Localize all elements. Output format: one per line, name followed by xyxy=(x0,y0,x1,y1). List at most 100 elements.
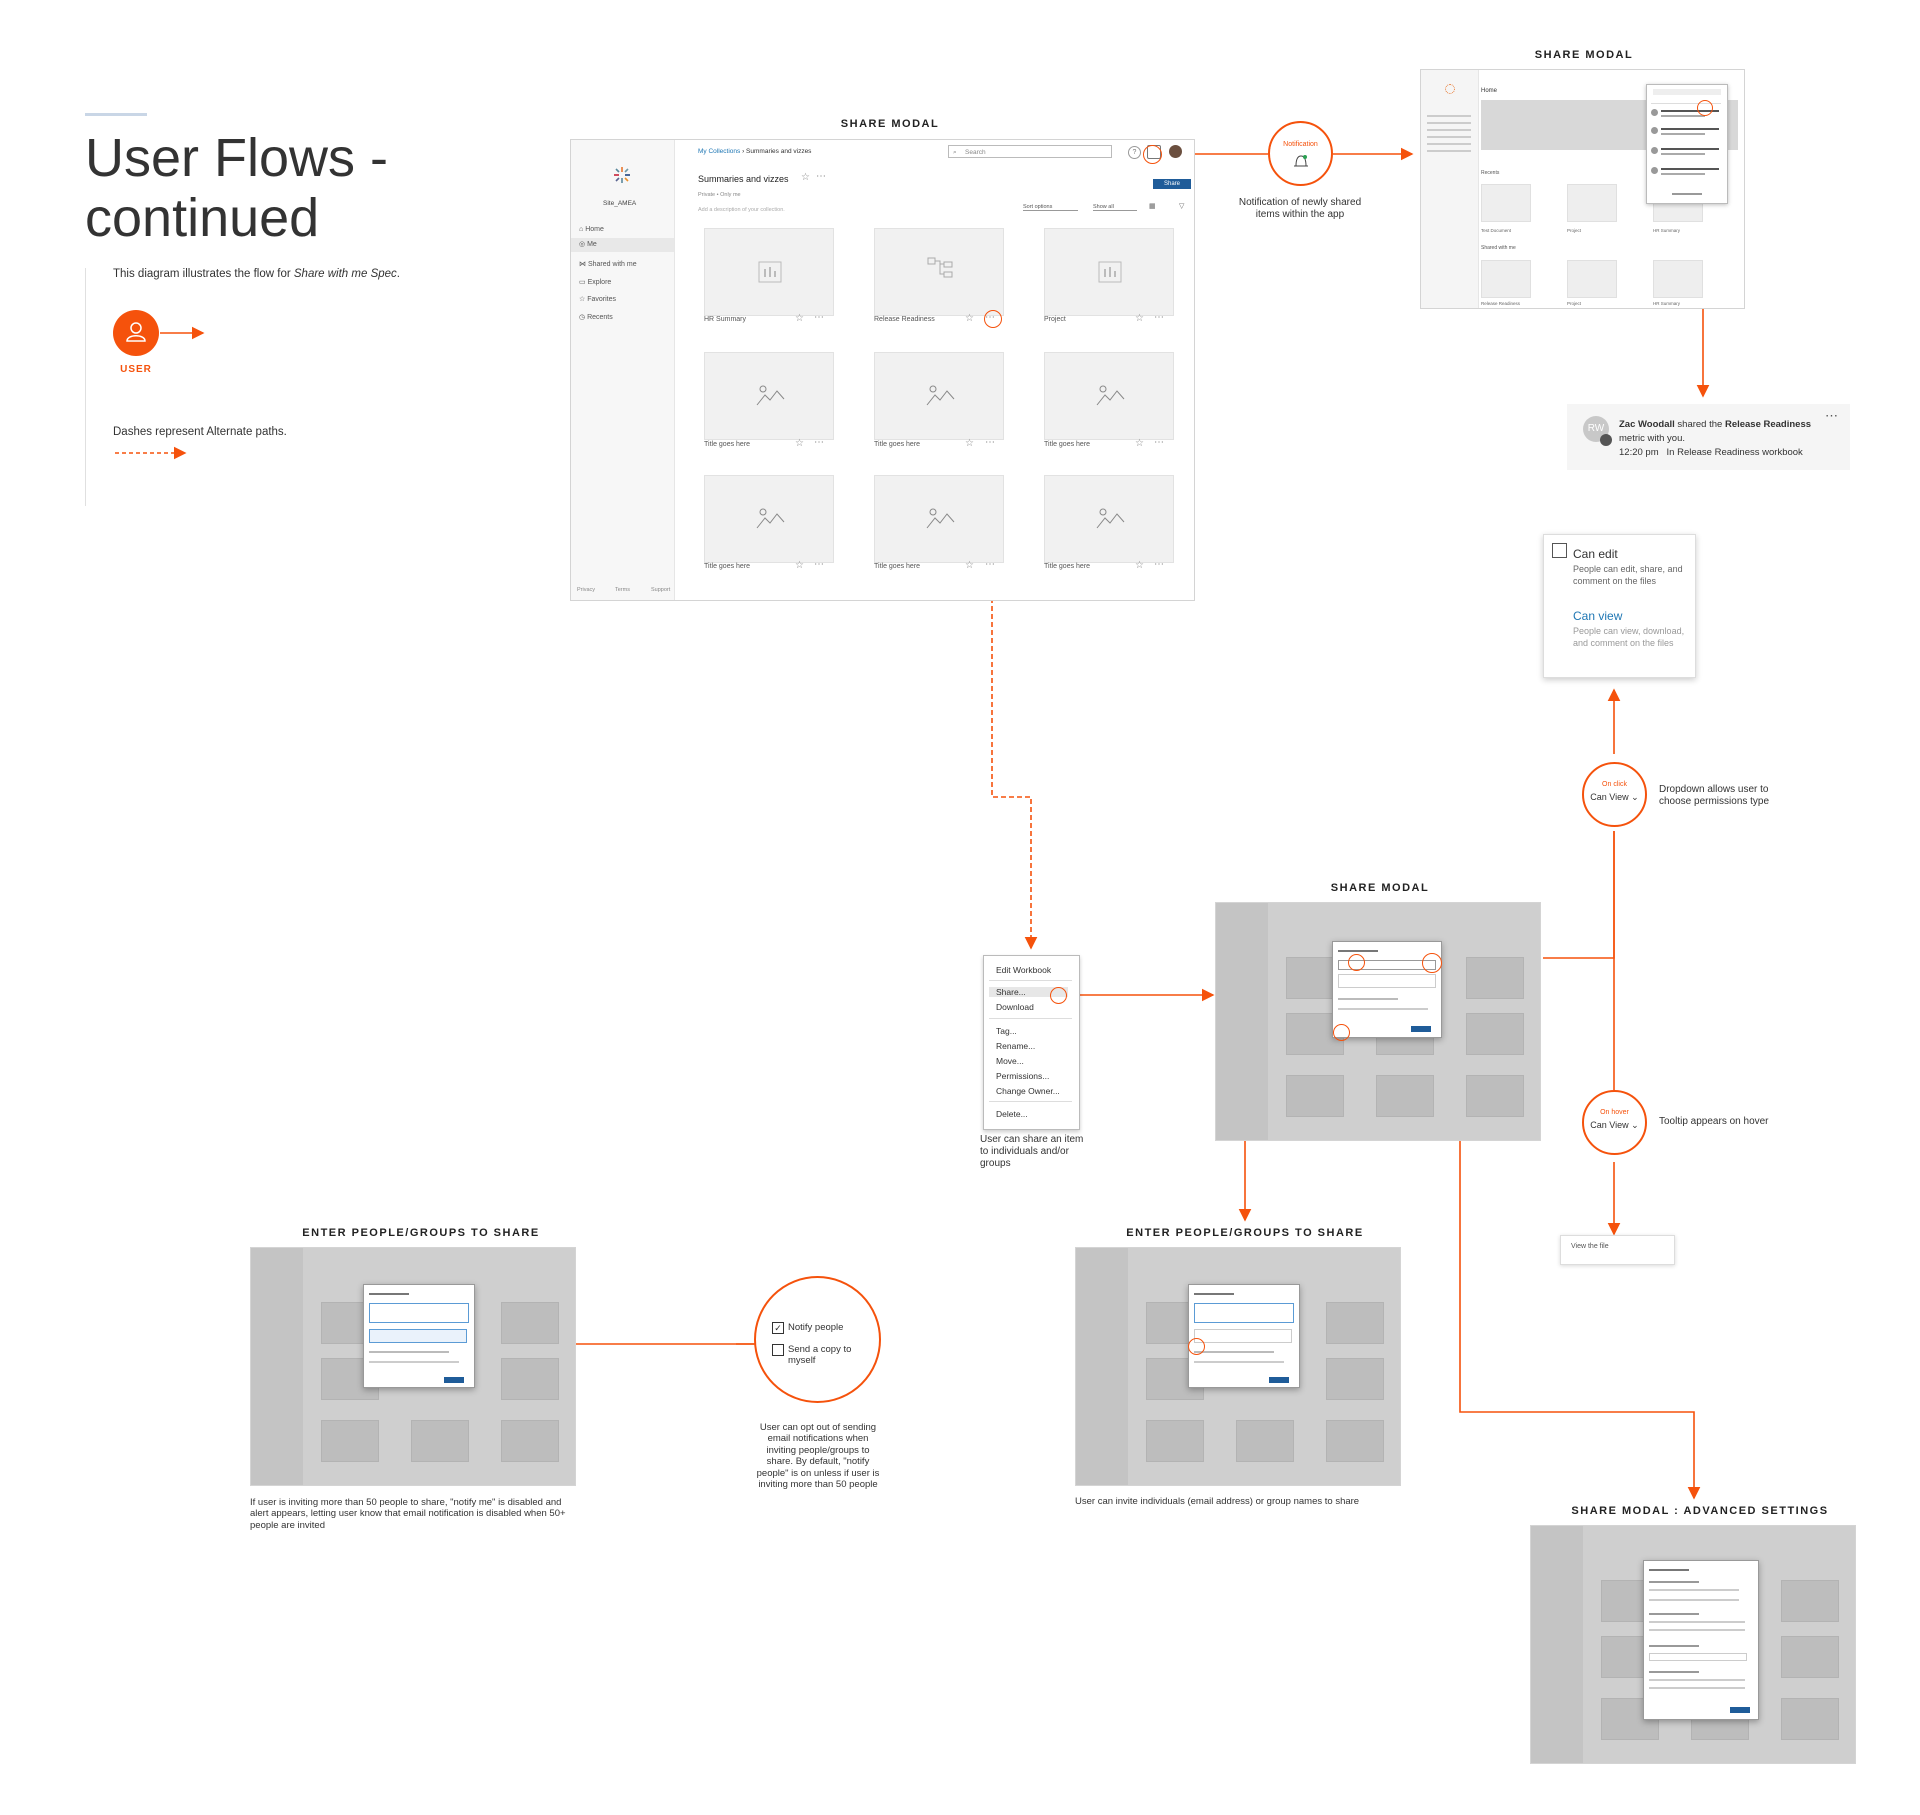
copy-checkbox[interactable] xyxy=(772,1344,784,1356)
nav-favorites[interactable]: ☆ Favorites xyxy=(579,296,617,303)
home-label: Home xyxy=(1481,88,1498,94)
share-modal-middle-title: SHARE MODAL xyxy=(1330,882,1430,894)
menu-divider xyxy=(989,1101,1072,1102)
image-icon xyxy=(1096,508,1125,529)
more-icon[interactable]: ⋯ xyxy=(814,437,825,448)
nav-shared[interactable]: ⋈ Shared with me xyxy=(579,261,637,268)
more-icon[interactable]: ⋯ xyxy=(1154,437,1165,448)
mini-tile xyxy=(411,1420,469,1462)
menu-rename[interactable]: Rename... xyxy=(996,1041,1036,1051)
site-name[interactable]: Site_AMEA xyxy=(603,200,637,207)
more-icon[interactable]: ⋯ xyxy=(814,559,825,570)
can-edit-option[interactable]: Can edit xyxy=(1573,547,1618,561)
nav-explore[interactable]: ▭ Explore xyxy=(579,279,612,286)
sort-options-select[interactable]: Sort options xyxy=(1023,204,1078,211)
tile-placeholder[interactable] xyxy=(874,475,1004,563)
notification-line3: 12:20 pm In Release Readiness workbook xyxy=(1619,447,1803,458)
tile-hr-summary[interactable] xyxy=(704,228,834,316)
notify-caption: User can opt out of sending email notifi… xyxy=(756,1422,880,1490)
notification-line1: Zac Woodall shared the Release Readiness xyxy=(1619,419,1811,430)
tile-placeholder[interactable] xyxy=(874,352,1004,440)
intro-text-italic: Share with me Spec xyxy=(293,268,397,280)
menu-tag[interactable]: Tag... xyxy=(996,1026,1017,1036)
star-icon[interactable]: ☆ xyxy=(795,313,804,324)
mini-tile-label: Project xyxy=(1567,301,1582,306)
on-hover-label: On hover xyxy=(1600,1109,1629,1116)
menu-change-owner[interactable]: Change Owner... xyxy=(996,1086,1060,1096)
menu-delete[interactable]: Delete... xyxy=(996,1109,1028,1119)
advanced-settings-title: SHARE MODAL : ADVANCED SETTINGS xyxy=(1571,1505,1829,1517)
tile-placeholder[interactable] xyxy=(704,475,834,563)
mini-tile xyxy=(1146,1420,1204,1462)
star-icon[interactable]: ☆ xyxy=(965,313,974,324)
menu-permissions[interactable]: Permissions... xyxy=(996,1071,1050,1081)
mini-tile xyxy=(321,1420,379,1462)
mini-tile-label: HR Summary xyxy=(1653,228,1681,233)
nav-recents[interactable]: ◷ Recents xyxy=(579,314,613,321)
on-click-caption: Dropdown allows user to choose permissio… xyxy=(1659,784,1770,807)
tile-release-readiness[interactable] xyxy=(874,228,1004,316)
menu-edit-workbook[interactable]: Edit Workbook xyxy=(996,965,1052,975)
filter-icon[interactable]: ▽ xyxy=(1179,203,1185,210)
intro-text-suffix: . xyxy=(396,268,400,280)
mini-tile xyxy=(1481,184,1531,222)
star-icon[interactable]: ☆ xyxy=(965,438,974,449)
star-icon[interactable]: ☆ xyxy=(795,560,804,571)
tile-placeholder[interactable] xyxy=(1044,352,1174,440)
star-icon[interactable]: ☆ xyxy=(965,560,974,571)
footer-support[interactable]: Support xyxy=(651,587,671,593)
more-menu-icon[interactable]: ⋯ xyxy=(816,171,826,182)
on-hover-value[interactable]: Can View ⌄ xyxy=(1584,1120,1645,1131)
mini-tile xyxy=(501,1358,559,1400)
more-icon[interactable]: ⋯ xyxy=(985,437,996,448)
menu-share[interactable]: Share... xyxy=(989,987,1068,997)
advanced-settings-screen xyxy=(1530,1525,1856,1764)
show-all-select[interactable]: Show all xyxy=(1093,204,1137,211)
user-node xyxy=(113,310,159,356)
search-icon: ⌕ xyxy=(953,149,957,156)
description-placeholder[interactable]: Add a description of your collection. xyxy=(698,207,785,213)
tile-placeholder[interactable] xyxy=(1044,475,1174,563)
tile-placeholder[interactable] xyxy=(704,352,834,440)
mini-tile xyxy=(1466,1075,1524,1117)
notification-time: 12:20 pm xyxy=(1619,447,1659,458)
share-button[interactable]: Share xyxy=(1153,179,1191,189)
nav-home[interactable]: ⌂ Home xyxy=(579,226,604,233)
copy-label: Send a copy to myself xyxy=(788,1344,852,1366)
more-icon[interactable]: ⋯ xyxy=(985,559,996,570)
view-toggle-icon[interactable]: ▦ xyxy=(1149,203,1156,210)
edit-icon xyxy=(1552,543,1567,558)
help-icon[interactable]: ? xyxy=(1128,146,1141,159)
nav-me[interactable]: ◎ Me xyxy=(571,238,674,252)
star-icon[interactable]: ☆ xyxy=(1135,438,1144,449)
bell-icon xyxy=(1294,155,1308,167)
more-icon[interactable]: ⋯ xyxy=(1154,559,1165,570)
menu-download[interactable]: Download xyxy=(996,1002,1034,1012)
more-icon[interactable]: ⋯ xyxy=(1154,312,1165,323)
menu-move[interactable]: Move... xyxy=(996,1056,1024,1066)
avatar[interactable] xyxy=(1169,145,1182,158)
star-icon[interactable]: ☆ xyxy=(1135,560,1144,571)
notification-card[interactable]: RW Zac Woodall shared the Release Readin… xyxy=(1567,404,1850,470)
can-view-option[interactable]: Can view xyxy=(1573,609,1623,623)
collection-meta: Private • Only me xyxy=(698,192,741,198)
star-icon[interactable]: ☆ xyxy=(1135,313,1144,324)
search-placeholder: Search xyxy=(965,149,986,156)
star-icon[interactable]: ☆ xyxy=(795,438,804,449)
more-icon[interactable]: ⋯ xyxy=(1825,408,1838,423)
mini-tile xyxy=(1781,1636,1839,1678)
breadcrumb-root[interactable]: My Collections xyxy=(698,148,741,155)
footer-terms[interactable]: Terms xyxy=(615,587,630,593)
can-edit-desc: People can edit, share, and comment on t… xyxy=(1573,564,1683,586)
notify-checkbox[interactable]: ✓ xyxy=(772,1322,784,1334)
more-icon[interactable]: ⋯ xyxy=(814,312,825,323)
tile-project[interactable] xyxy=(1044,228,1174,316)
footer-privacy[interactable]: Privacy xyxy=(577,587,596,593)
search-input[interactable]: ⌕ Search xyxy=(948,145,1112,158)
tile-label: Release Readiness xyxy=(874,316,935,323)
on-click-value[interactable]: Can View ⌄ xyxy=(1584,792,1645,803)
mini-tile xyxy=(1326,1420,1384,1462)
notify-node: ✓ Notify people Send a copy to myself xyxy=(754,1276,881,1403)
favorite-star-icon[interactable]: ☆ xyxy=(801,172,810,183)
advanced-highlight xyxy=(1333,1024,1350,1041)
